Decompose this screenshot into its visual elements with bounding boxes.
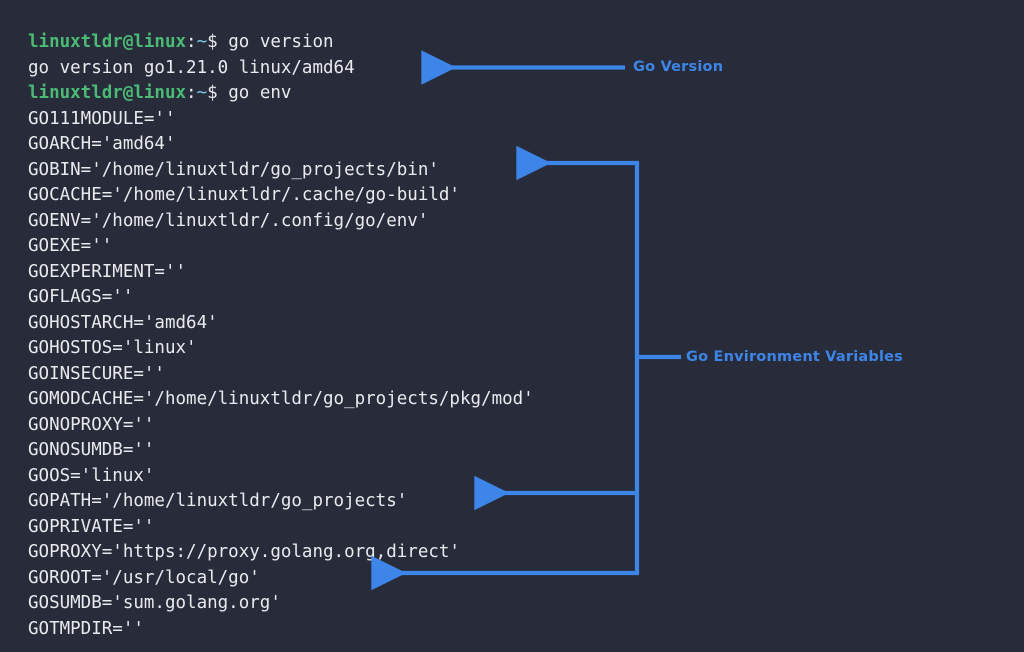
terminal-output-line: GOEXE='': [28, 236, 113, 256]
terminal-output-line: GOENV='/home/linuxtldr/.config/go/env': [28, 210, 429, 231]
terminal-output-line: GO111MODULE='': [28, 108, 176, 129]
terminal-output-line: GONOPROXY='': [28, 414, 155, 435]
prompt-path: ~: [196, 83, 208, 103]
go-version-annotation-label: Go Version: [633, 59, 724, 75]
terminal-output-line: GOPRIVATE='': [28, 516, 155, 537]
terminal-output-line: GOHOSTARCH='amd64': [28, 312, 218, 333]
terminal-command: go version: [228, 32, 334, 52]
terminal-output-line: go version go1.21.0 linux/amd64: [28, 57, 355, 78]
terminal-prompt-line: linuxtldr@linux:~$ go version: [28, 30, 668, 56]
prompt-separator: :: [186, 32, 197, 52]
terminal-output-line: GOSUMDB='sum.golang.org': [28, 593, 281, 613]
terminal-command: go env: [228, 83, 292, 103]
prompt-sigil: $: [207, 32, 229, 52]
prompt-user-host: linuxtldr@linux: [28, 32, 187, 52]
terminal-output-line: GOARCH='amd64': [28, 134, 176, 154]
terminal-output-line: GOTMPDIR='': [28, 618, 144, 639]
go-env-annotation-label: Go Environment Variables: [686, 349, 903, 365]
prompt-user-host: linuxtldr@linux: [28, 83, 187, 103]
terminal-output-line: GOPATH='/home/linuxtldr/go_projects': [28, 491, 408, 511]
prompt-path: ~: [196, 32, 208, 52]
terminal-prompt-line: linuxtldr@linux:~$ go env: [28, 81, 668, 107]
terminal-output-line: GOEXPERIMENT='': [28, 261, 187, 282]
terminal-output-line: GOBIN='/home/linuxtldr/go_projects/bin': [28, 159, 439, 180]
terminal-output-line: GONOSUMDB='': [28, 440, 155, 460]
terminal-output-line: GOOS='linux': [28, 465, 155, 486]
terminal-output-line: GOHOSTOS='linux': [28, 338, 197, 358]
prompt-sigil: $: [207, 83, 229, 103]
terminal-output-line: GOINSECURE='': [28, 363, 165, 384]
terminal-output-line: GOPROXY='https://proxy.golang.org,direct…: [28, 542, 460, 562]
terminal-output-line: GOCACHE='/home/linuxtldr/.cache/go-build…: [28, 185, 460, 205]
terminal-output-line: GOFLAGS='': [28, 287, 134, 307]
prompt-separator: :: [186, 83, 197, 103]
terminal-output-line: GOMODCACHE='/home/linuxtldr/go_projects/…: [28, 389, 534, 409]
terminal-output-line: GOROOT='/usr/local/go': [28, 567, 260, 588]
